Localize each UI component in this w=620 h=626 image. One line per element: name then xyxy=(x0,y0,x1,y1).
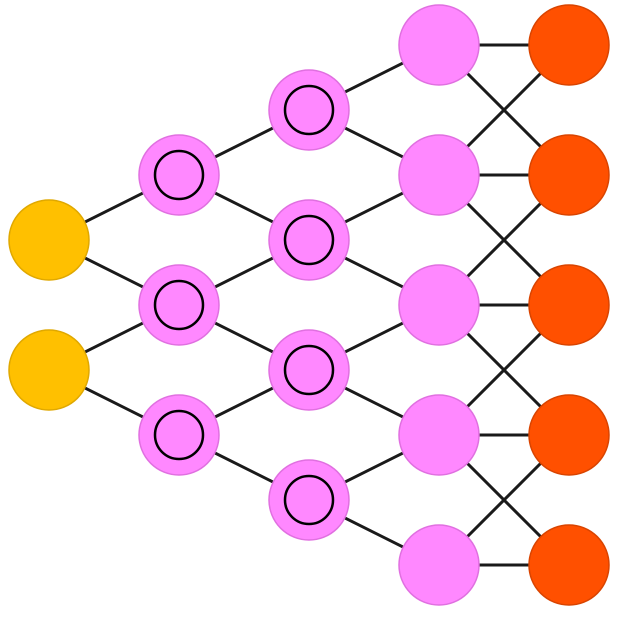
node-input-1 xyxy=(8,329,90,411)
node-hidden-1-1 xyxy=(138,264,220,346)
node-hidden-2-0 xyxy=(268,69,350,151)
node-pre-output-1 xyxy=(398,134,480,216)
node-circle xyxy=(8,199,90,281)
node-hidden-2-1 xyxy=(268,199,350,281)
node-inner-ring xyxy=(153,279,205,331)
node-output-4 xyxy=(528,524,610,606)
node-circle xyxy=(138,264,220,346)
node-inner-ring xyxy=(283,84,335,136)
node-input-0 xyxy=(8,199,90,281)
node-circle xyxy=(138,134,220,216)
node-circle xyxy=(268,329,350,411)
node-circle xyxy=(398,134,480,216)
node-pre-output-0 xyxy=(398,4,480,86)
node-output-3 xyxy=(528,394,610,476)
node-circle xyxy=(268,199,350,281)
node-circle xyxy=(398,394,480,476)
node-circle xyxy=(528,524,610,606)
node-circle xyxy=(528,394,610,476)
node-hidden-1-2 xyxy=(138,394,220,476)
node-circle xyxy=(398,524,480,606)
node-hidden-2-3 xyxy=(268,459,350,541)
node-hidden-2-2 xyxy=(268,329,350,411)
node-circle xyxy=(8,329,90,411)
nodes-group xyxy=(8,4,610,606)
node-inner-ring xyxy=(283,474,335,526)
node-circle xyxy=(268,69,350,151)
node-circle xyxy=(398,4,480,86)
node-circle xyxy=(528,4,610,86)
node-output-1 xyxy=(528,134,610,216)
node-pre-output-2 xyxy=(398,264,480,346)
node-circle xyxy=(528,134,610,216)
node-inner-ring xyxy=(283,344,335,396)
node-pre-output-4 xyxy=(398,524,480,606)
node-output-0 xyxy=(528,4,610,86)
node-output-2 xyxy=(528,264,610,346)
node-pre-output-3 xyxy=(398,394,480,476)
node-inner-ring xyxy=(153,409,205,461)
node-circle xyxy=(268,459,350,541)
node-hidden-1-0 xyxy=(138,134,220,216)
node-inner-ring xyxy=(153,149,205,201)
node-circle xyxy=(528,264,610,346)
node-inner-ring xyxy=(283,214,335,266)
node-circle xyxy=(138,394,220,476)
node-circle xyxy=(398,264,480,346)
